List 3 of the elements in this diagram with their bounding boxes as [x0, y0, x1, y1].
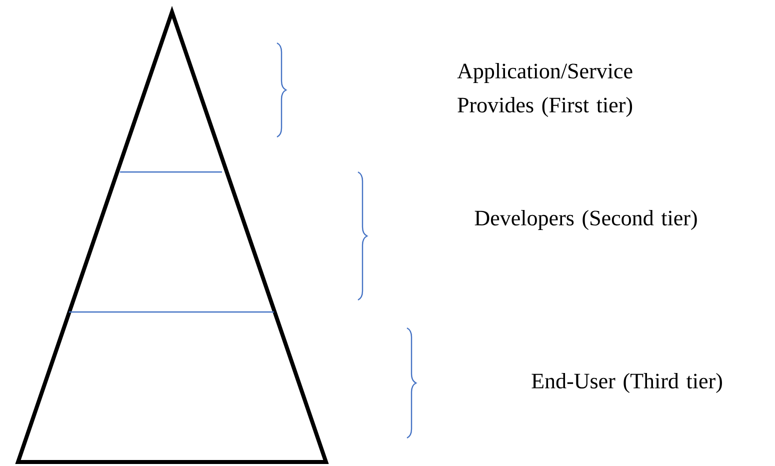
tier-label: Application/Service Provides (First tier) — [457, 63, 632, 117]
tier-label: Developers (Second tier) — [474, 210, 697, 230]
tier-label: End-User (Third tier) — [532, 373, 722, 393]
